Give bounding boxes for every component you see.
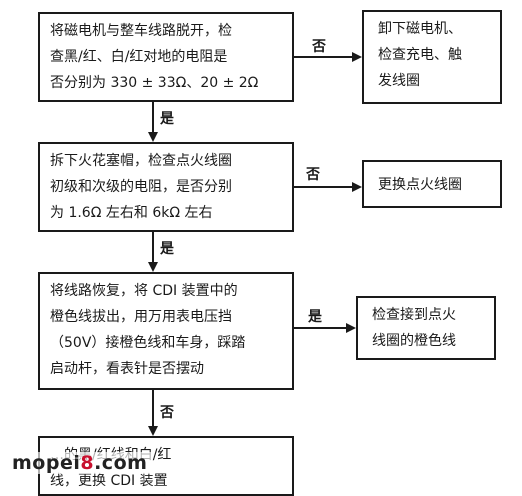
step1-box: 将磁电机与整车线路脱开，检 查黑/红、白/红对地的电阻是 否分别为 330 ± …: [38, 12, 294, 102]
connector-step3-step4: [152, 390, 154, 426]
yes3-box: 检查接到点火 线圈的橙色线: [356, 296, 496, 360]
arrowhead-step2-step3: [148, 262, 158, 272]
watermark-suffix: .com: [94, 452, 148, 474]
label-no-1: 否: [312, 39, 326, 55]
watermark: mopei8.com: [8, 452, 152, 474]
label-yes-1: 是: [160, 111, 174, 127]
arrowhead-step3-step4: [148, 426, 158, 436]
arrowhead-step3-yes3: [346, 323, 356, 333]
step2-box: 拆下火花塞帽，检查点火线圈 初级和次级的电阻，是否分别 为 1.6Ω 左右和 6…: [38, 142, 294, 232]
label-yes-2: 是: [160, 241, 174, 257]
watermark-digit: 8: [80, 452, 95, 474]
step1-text: 将磁电机与整车线路脱开，检 查黑/红、白/红对地的电阻是 否分别为 330 ± …: [50, 23, 259, 91]
no2-text: 更换点火线圈: [378, 177, 462, 193]
label-yes-3: 是: [308, 309, 322, 325]
watermark-prefix: mopei: [12, 452, 81, 474]
label-no-2: 否: [306, 167, 320, 183]
no1-box: 卸下磁电机、 检查充电、触 发线圈: [362, 10, 502, 104]
connector-step2-step3: [152, 232, 154, 262]
arrowhead-step2-no2: [352, 182, 362, 192]
label-no-3: 否: [160, 405, 174, 421]
connector-step1-no1: [294, 56, 352, 58]
connector-step2-no2: [294, 186, 352, 188]
yes3-text: 检查接到点火 线圈的橙色线: [372, 307, 456, 349]
step3-text: 将线路恢复，将 CDI 装置中的 橙色线拔出，用万用表电压挡 （50V）接橙色线…: [50, 283, 246, 377]
connector-step3-yes3: [294, 327, 346, 329]
connector-step1-step2: [152, 102, 154, 132]
no2-box: 更换点火线圈: [362, 160, 502, 208]
step2-text: 拆下火花塞帽，检查点火线圈 初级和次级的电阻，是否分别 为 1.6Ω 左右和 6…: [50, 153, 232, 221]
no1-text: 卸下磁电机、 检查充电、触 发线圈: [378, 21, 462, 89]
arrowhead-step1-step2: [148, 132, 158, 142]
step3-box: 将线路恢复，将 CDI 装置中的 橙色线拔出，用万用表电压挡 （50V）接橙色线…: [38, 272, 294, 390]
arrowhead-step1-no1: [352, 52, 362, 62]
